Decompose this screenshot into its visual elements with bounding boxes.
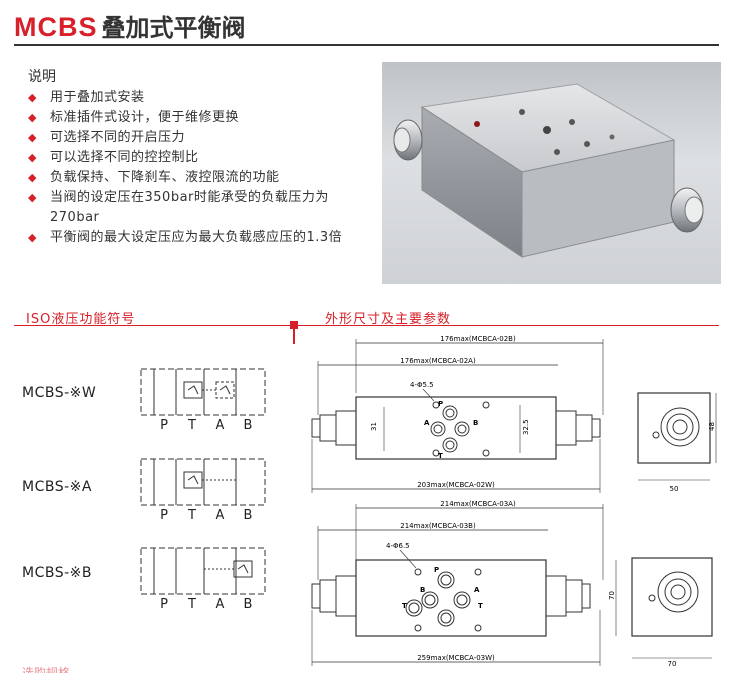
dimension-drawing-top: 176max(MCBCA-02B) 176max(MCBCA-02A) 4-Φ5…: [311, 335, 717, 493]
svg-text:P: P: [434, 566, 439, 574]
title-rule: [14, 44, 719, 46]
feature-item: ◆可以选择不同的控控制比: [28, 148, 373, 168]
description-heading: 说明: [28, 69, 56, 85]
bullet-diamond-icon: ◆: [28, 231, 37, 244]
svg-text:259max(MCBCA-03W): 259max(MCBCA-03W): [417, 654, 495, 662]
feature-item: ◆标准插件式设计，便于维修更换: [28, 108, 373, 128]
svg-text:32.5: 32.5: [522, 419, 530, 435]
brand-name: MCBS: [14, 12, 98, 42]
svg-text:214max(MCBCA-03A): 214max(MCBCA-03A): [440, 500, 516, 508]
product-photo: [382, 62, 721, 284]
feature-item: ◆用于叠加式安装: [28, 88, 373, 108]
bullet-diamond-icon: ◆: [28, 91, 37, 104]
svg-text:P: P: [438, 400, 443, 408]
model-label-a: MCBS-※A: [22, 479, 92, 495]
svg-text:A: A: [474, 586, 480, 594]
svg-text:4-Φ6.5: 4-Φ6.5: [386, 542, 410, 550]
svg-text:T: T: [438, 452, 443, 460]
product-name: 叠加式平衡阀: [101, 14, 246, 42]
hydraulic-symbol-a: [140, 458, 266, 506]
bullet-diamond-icon: ◆: [28, 171, 37, 184]
svg-text:70: 70: [608, 591, 616, 600]
model-label-w: MCBS-※W: [22, 385, 97, 401]
section-marker: [290, 321, 298, 329]
svg-text:B: B: [473, 419, 478, 427]
iso-symbol-heading: ISO液压功能符号: [26, 312, 136, 327]
feature-list: ◆用于叠加式安装 ◆标准插件式设计，便于维修更换 ◆可选择不同的开启压力 ◆可以…: [28, 88, 373, 248]
svg-text:214max(MCBCA-03B): 214max(MCBCA-03B): [400, 522, 476, 530]
holes-label: 4-Φ5.5: [410, 381, 434, 389]
svg-text:B: B: [420, 586, 425, 594]
svg-text:A: A: [424, 419, 430, 427]
section-rule: [14, 325, 719, 326]
feature-item: ◆当阀的设定压在350bar时能承受的负载压力为270bar: [28, 190, 329, 225]
dimensions-heading: 外形尺寸及主要参数: [325, 312, 452, 327]
dim-outer-text: 176max(MCBCA-02B): [440, 335, 516, 343]
dim-bottom-text: 203max(MCBCA-02W): [417, 481, 495, 489]
hydraulic-symbol-w: [140, 368, 266, 416]
bullet-diamond-icon: ◆: [28, 111, 37, 124]
svg-text:50: 50: [670, 485, 679, 493]
bullet-diamond-icon: ◆: [28, 131, 37, 144]
svg-text:31: 31: [370, 422, 378, 431]
feature-item: ◆平衡阀的最大设定压应为最大负载感应压的1.3倍: [28, 228, 373, 248]
feature-item: ◆可选择不同的开启压力: [28, 128, 373, 148]
hydraulic-symbol-b: [140, 547, 266, 595]
svg-text:70: 70: [668, 660, 677, 668]
svg-text:T: T: [478, 602, 483, 610]
bullet-diamond-icon: ◆: [28, 191, 37, 204]
section-tick: [293, 328, 295, 344]
dim-inner-text: 176max(MCBCA-02A): [400, 357, 476, 365]
svg-text:48: 48: [708, 422, 716, 431]
model-label-b: MCBS-※B: [22, 565, 92, 581]
dimension-drawing-bottom: 214max(MCBCA-03A) 214max(MCBCA-03B) 4-Φ6…: [311, 500, 713, 668]
svg-text:T: T: [402, 602, 407, 610]
footer-partial-heading: 选购规格: [22, 666, 71, 673]
feature-item: ◆负载保持、下降刹车、液控限流的功能: [28, 168, 373, 188]
bullet-diamond-icon: ◆: [28, 151, 37, 164]
